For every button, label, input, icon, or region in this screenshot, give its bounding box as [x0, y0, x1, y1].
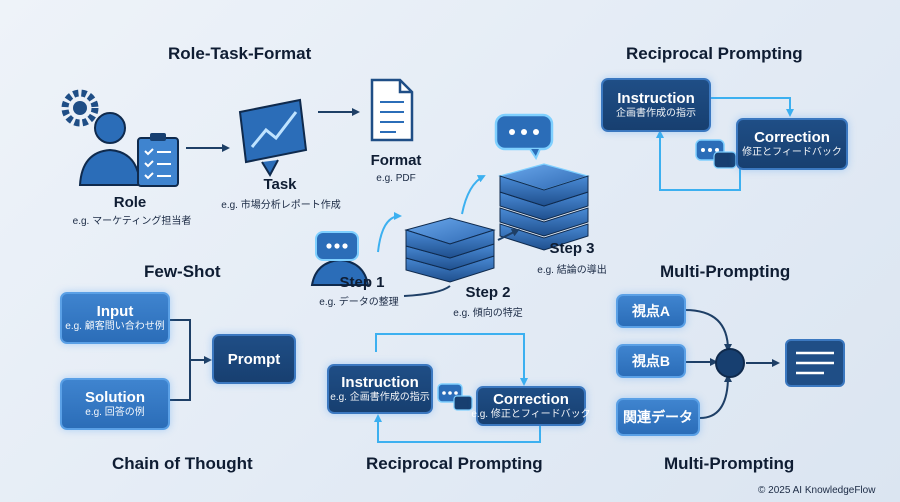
correction-label: Correction	[754, 129, 830, 146]
format-label: Format	[370, 152, 422, 169]
few-shot-input-box: Input e.g. 顧客問い合わせ例	[60, 292, 170, 344]
instruction-example: e.g. 企画書作成の指示	[330, 392, 430, 403]
few-shot-title: Few-Shot	[144, 262, 221, 281]
solution-label: Solution	[85, 389, 145, 406]
multi-input-data-label: 関連データ	[623, 408, 693, 425]
task-icon	[238, 98, 308, 178]
reciprocal-bottom-instruction-box: Instruction e.g. 企画書作成の指示	[327, 364, 433, 414]
reciprocal-bottom-correction-box: Correction e.g. 修正とフィードバック	[471, 386, 591, 426]
multi-prompting-title: Multi-Prompting	[660, 262, 791, 281]
correction-example: e.g. 修正とフィードバック	[471, 409, 591, 420]
multi-input-b-label: 視点B	[631, 352, 671, 369]
instruction-example: 企画書作成の指示	[616, 108, 696, 119]
reciprocal-top-chat-icon	[695, 139, 737, 169]
multi-prompting-caption: Multi-Prompting	[664, 454, 795, 473]
merge-node	[715, 348, 745, 378]
reciprocal-bottom-caption: Reciprocal Prompting	[366, 454, 543, 473]
reciprocal-top-correction-box: Correction 修正とフィードバック	[736, 118, 848, 170]
role-icon	[61, 89, 179, 187]
step2-example: e.g. 傾向の特定	[453, 308, 523, 319]
reciprocal-bottom-chat-icon	[437, 383, 473, 411]
multi-input-data: 関連データ	[616, 398, 700, 436]
copyright-footer: © 2025 AI KnowledgeFlow	[758, 485, 876, 496]
format-icon	[370, 78, 414, 142]
few-shot-solution-box: Solution e.g. 回答の例	[60, 378, 170, 430]
chain-of-thought-caption: Chain of Thought	[112, 454, 253, 473]
input-label: Input	[96, 303, 134, 320]
format-example: e.g. PDF	[376, 173, 416, 184]
reciprocal-top-instruction-box: Instruction 企画書作成の指示	[601, 78, 711, 132]
prompt-label: Prompt	[227, 350, 281, 368]
multi-input-b: 視点B	[616, 344, 686, 378]
correction-example: 修正とフィードバック	[742, 147, 842, 158]
output-list-icon	[785, 339, 845, 387]
task-label: Task	[263, 176, 297, 193]
few-shot-prompt-box: Prompt	[212, 334, 296, 384]
step2-label: Step 2	[465, 284, 511, 301]
task-example: e.g. 市場分析レポート作成	[221, 200, 341, 211]
step1-icon	[310, 231, 370, 286]
step2-stack	[404, 217, 496, 283]
reciprocal-top-title: Reciprocal Prompting	[626, 44, 803, 63]
step3-label: Step 3	[549, 240, 595, 257]
instruction-label: Instruction	[617, 90, 695, 107]
input-example: e.g. 顧客問い合わせ例	[65, 321, 165, 332]
solution-example: e.g. 回答の例	[85, 407, 145, 418]
step1-label: Step 1	[339, 274, 385, 291]
step3-stack	[497, 163, 591, 251]
role-label: Role	[113, 194, 147, 211]
instruction-label: Instruction	[341, 374, 419, 391]
step3-example: e.g. 結論の導出	[537, 265, 607, 276]
step1-example: e.g. データの整理	[319, 297, 399, 308]
correction-label: Correction	[493, 391, 569, 408]
role-task-format-title: Role-Task-Format	[168, 44, 312, 63]
step3-chat-icon	[494, 113, 554, 161]
multi-input-a-label: 視点A	[631, 302, 671, 319]
multi-input-a: 視点A	[616, 294, 686, 328]
role-example: e.g. マーケティング担当者	[72, 216, 192, 227]
